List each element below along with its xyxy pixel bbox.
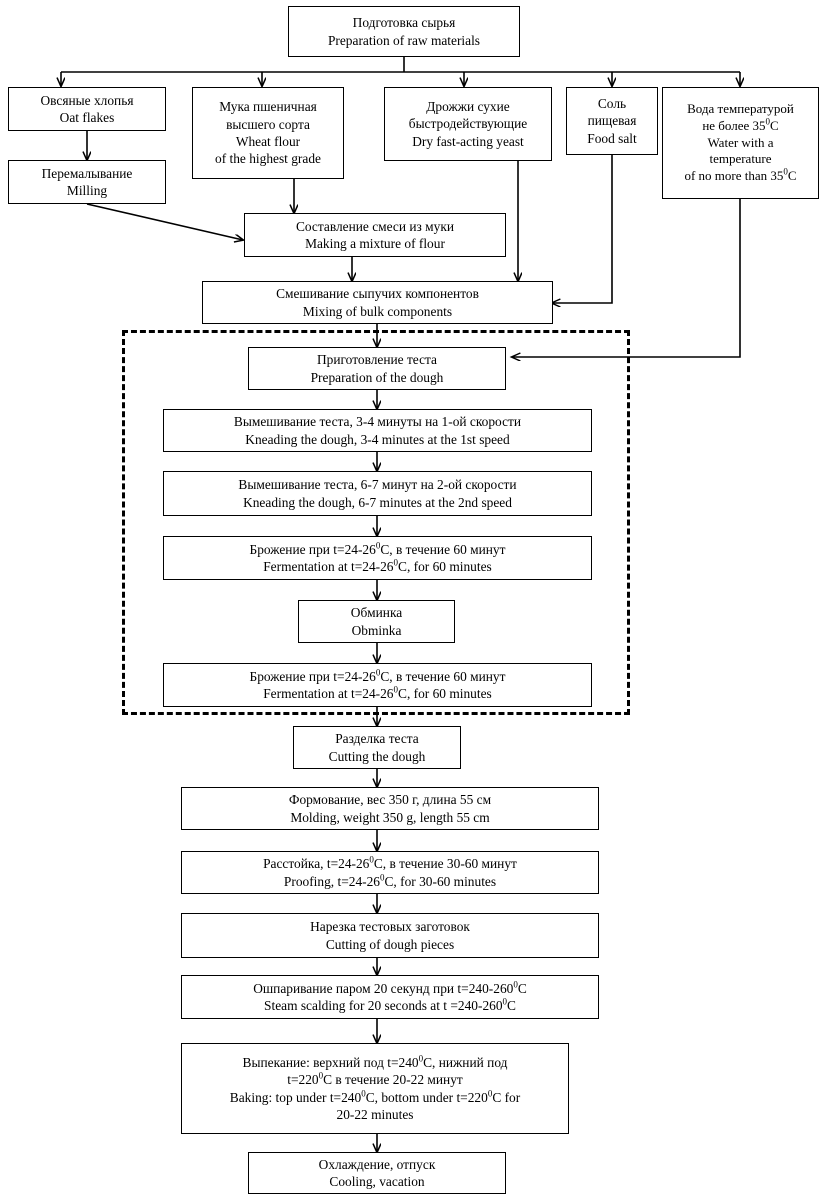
node-text-ru: Нарезка тестовых заготовок (310, 919, 470, 935)
node-text-ru: Смешивание сыпучих компонентов (276, 286, 479, 302)
node-text-en: Oat flakes (59, 110, 115, 125)
node-text-en: Steam scalding for 20 seconds at t =240-… (264, 996, 516, 1013)
degree-superscript: 0 (418, 1053, 424, 1064)
degree-superscript: 0 (369, 854, 374, 865)
node-molding[interactable]: Формование, вес 350 г, длина 55 см Moldi… (181, 787, 599, 830)
node-cooling-vacation[interactable]: Охлаждение, отпуск Cooling, vacation (248, 1152, 506, 1194)
node-text-ru: Вымешивание теста, 6-7 минут на 2-ой ско… (238, 477, 517, 493)
node-text-ru: Вымешивание теста, 3-4 минуты на 1-ой ск… (233, 414, 522, 430)
node-fermentation-second[interactable]: Брожение при t=24-260С, в течение 60 мин… (163, 663, 592, 707)
node-text-ru: Составление смеси из муки (295, 218, 455, 234)
node-text-ru: Обминка (350, 605, 403, 621)
node-text-ru: Ошпаривание паром 20 секунд при t=240-26… (253, 979, 527, 996)
degree-superscript: 0 (375, 540, 381, 551)
node-kneading-first-speed[interactable]: Вымешивание теста, 3-4 минуты на 1-ой ск… (163, 409, 592, 452)
node-wheat-flour[interactable]: Мука пшеничная высшего сорта Wheat flour… (192, 87, 344, 179)
degree-superscript: 0 (393, 684, 399, 695)
node-text-en: Making a mixture of flour (305, 236, 445, 251)
node-text-en: Kneading the dough, 6-7 minutes at the 2… (243, 494, 512, 510)
node-text-en-line2: of the highest grade (215, 151, 321, 167)
node-dry-fast-acting-yeast[interactable]: Дрожжи сухие быстродействующие Dry fast-… (384, 87, 552, 161)
node-steam-scalding[interactable]: Ошпаривание паром 20 секунд при t=240-26… (181, 975, 599, 1019)
node-cutting-dough-pieces[interactable]: Нарезка тестовых заготовок Cutting of do… (181, 913, 599, 958)
node-text-ru-line2: высшего сорта (226, 116, 310, 132)
node-text-en-line2: temperature (709, 151, 772, 167)
node-text-ru-line1: Вода температурой (687, 100, 794, 116)
node-kneading-second-speed[interactable]: Вымешивание теста, 6-7 минут на 2-ой ско… (163, 471, 592, 516)
node-text-en: Fermentation at t=24-260C, for 60 minute… (263, 557, 492, 574)
wire-salt-to-mixing (552, 155, 613, 303)
node-obminka[interactable]: Обминка Obminka (298, 600, 455, 643)
node-text-en: Molding, weight 350 g, length 55 cm (290, 809, 490, 825)
node-text-en-line1: Water with a (707, 134, 774, 150)
node-text-ru-line2: не более 350С (702, 116, 779, 133)
node-text-en-line1: Baking: top under t=2400C, bottom under … (229, 1088, 521, 1105)
node-milling[interactable]: Перемалывание Milling (8, 160, 166, 204)
node-proofing[interactable]: Расстойка, t=24-260С, в течение 30-60 ми… (181, 851, 599, 894)
node-mixing-bulk-components[interactable]: Смешивание сыпучих компонентов Mixing of… (202, 281, 553, 324)
node-fermentation-first[interactable]: Брожение при t=24-260С, в течение 60 мин… (163, 536, 592, 580)
degree-superscript: 0 (513, 979, 518, 990)
node-text-ru: Разделка теста (335, 731, 419, 747)
node-text-ru: Подготовка сырья (352, 15, 456, 31)
node-text-en: Milling (66, 183, 108, 198)
degree-superscript: 0 (487, 1088, 493, 1099)
node-text-ru-line1: Дрожжи сухие (426, 98, 510, 114)
node-text-ru-line1: Соль (597, 95, 627, 111)
node-cutting-the-dough[interactable]: Разделка теста Cutting the dough (293, 726, 461, 769)
node-preparation-of-dough[interactable]: Приготовление теста Preparation of the d… (248, 347, 506, 390)
degree-superscript: 0 (783, 167, 788, 177)
node-food-salt[interactable]: Соль пищевая Food salt (566, 87, 658, 155)
node-text-en: Cutting the dough (328, 748, 426, 764)
node-text-en: Preparation of the dough (310, 369, 444, 385)
node-text-en: Fermentation at t=24-260C, for 60 minute… (263, 684, 492, 701)
node-text-ru-line1: Мука пшеничная (219, 99, 317, 115)
node-text-ru: Овсяные хлопья (40, 92, 134, 108)
degree-superscript: 0 (361, 1088, 366, 1099)
node-text-ru: Брожение при t=24-260С, в течение 60 мин… (249, 667, 506, 684)
degree-superscript: 0 (375, 667, 381, 678)
node-text-ru-line2: пищевая (587, 113, 637, 129)
node-text-en-line1: Wheat flour (235, 134, 301, 149)
node-text-ru: Формование, вес 350 г, длина 55 см (288, 792, 492, 808)
dough-processing-group-outline (122, 330, 630, 715)
node-text-en-line2: 20-22 minutes (336, 1106, 414, 1122)
node-text-ru: Расстойка, t=24-260С, в течение 30-60 ми… (263, 854, 517, 872)
node-text-en: Obminka (351, 622, 402, 638)
node-text-ru: Охлаждение, отпуск (318, 1156, 436, 1172)
degree-superscript: 0 (393, 557, 399, 568)
node-text-en: Cooling, vacation (329, 1174, 425, 1189)
node-making-mixture-of-flour[interactable]: Составление смеси из муки Making a mixtu… (244, 213, 506, 257)
node-text-en: Mixing of bulk components (302, 303, 453, 319)
node-text-en: Kneading the dough, 3-4 minutes at the 1… (245, 431, 510, 447)
degree-superscript: 0 (765, 116, 771, 127)
node-text-ru-line1: Выпекание: верхний под t=2400С, нижний п… (242, 1053, 508, 1070)
degree-superscript: 0 (502, 996, 508, 1007)
node-text-en: Food salt (587, 130, 637, 146)
node-text-en: Dry fast-acting yeast (412, 133, 524, 149)
node-text-ru: Перемалывание (41, 165, 133, 181)
node-text-en: Cutting of dough pieces (325, 936, 455, 952)
node-water-temperature[interactable]: Вода температурой не более 350С Water wi… (662, 87, 819, 199)
node-preparation-of-raw-materials[interactable]: Подготовка сырья Preparation of raw mate… (288, 6, 520, 57)
degree-superscript: 0 (380, 872, 385, 883)
degree-superscript: 0 (318, 1070, 324, 1081)
node-text-ru-line2: t=2200С в течение 20-22 минут (287, 1070, 463, 1088)
node-text-en-line3: of no more than 350C (684, 167, 797, 184)
node-text-ru: Брожение при t=24-260С, в течение 60 мин… (249, 540, 506, 557)
node-text-en: Preparation of raw materials (327, 32, 481, 48)
node-text-ru-line2: быстродействующие (408, 116, 528, 132)
wire-milling-to-flour-mixture (86, 203, 243, 240)
node-oat-flakes[interactable]: Овсяные хлопья Oat flakes (8, 87, 166, 131)
node-baking[interactable]: Выпекание: верхний под t=2400С, нижний п… (181, 1043, 569, 1134)
node-text-ru: Приготовление теста (316, 352, 437, 368)
node-text-en: Proofing, t=24-260C, for 30-60 minutes (283, 872, 497, 889)
